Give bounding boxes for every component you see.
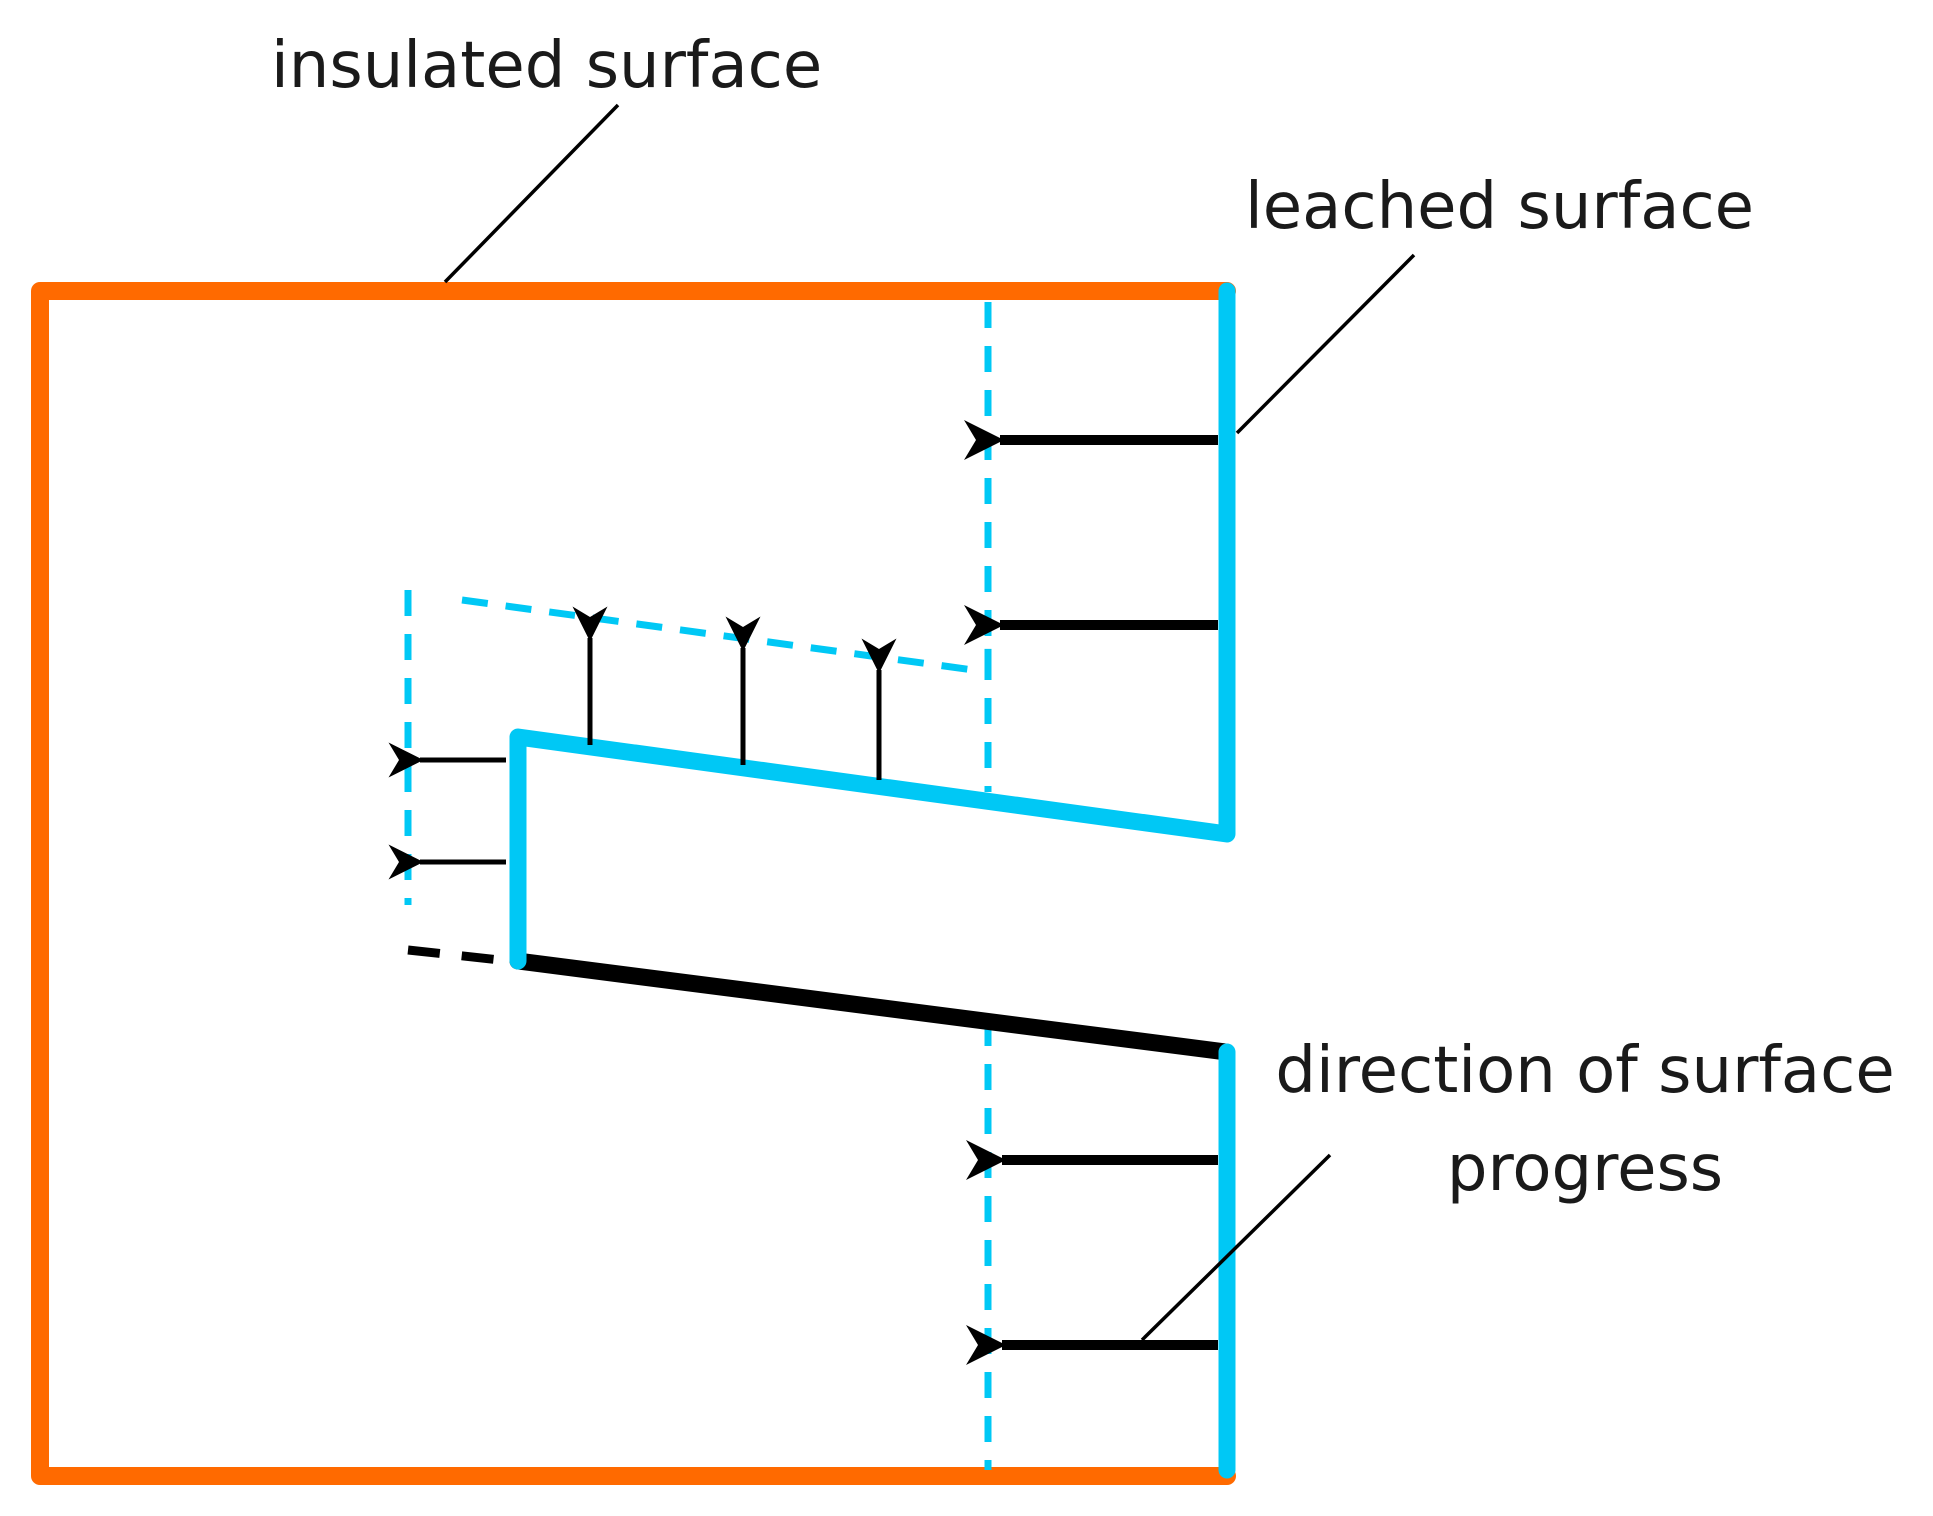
unleached-crack-extension — [407, 945, 501, 965]
label-leached-surface: leached surface — [1245, 170, 1754, 244]
leader-lines — [443, 103, 1416, 1342]
unleached-crack-edge — [509, 952, 1235, 1061]
future-surface-dashed — [404, 302, 992, 1470]
label-direction-line2: progress — [1447, 1132, 1723, 1206]
leader-leached — [1235, 253, 1416, 435]
label-insulated-surface: insulated surface — [271, 29, 822, 103]
progress-arrows-large — [964, 420, 1218, 1365]
leader-insulated — [443, 103, 620, 284]
leached-surface-upper — [509, 282, 1236, 970]
progress-arrows-small — [388, 606, 897, 880]
label-direction-line1: direction of surface — [1275, 1034, 1894, 1108]
leader-direction — [1140, 1153, 1332, 1342]
insulated-boundary — [31, 282, 1236, 1485]
